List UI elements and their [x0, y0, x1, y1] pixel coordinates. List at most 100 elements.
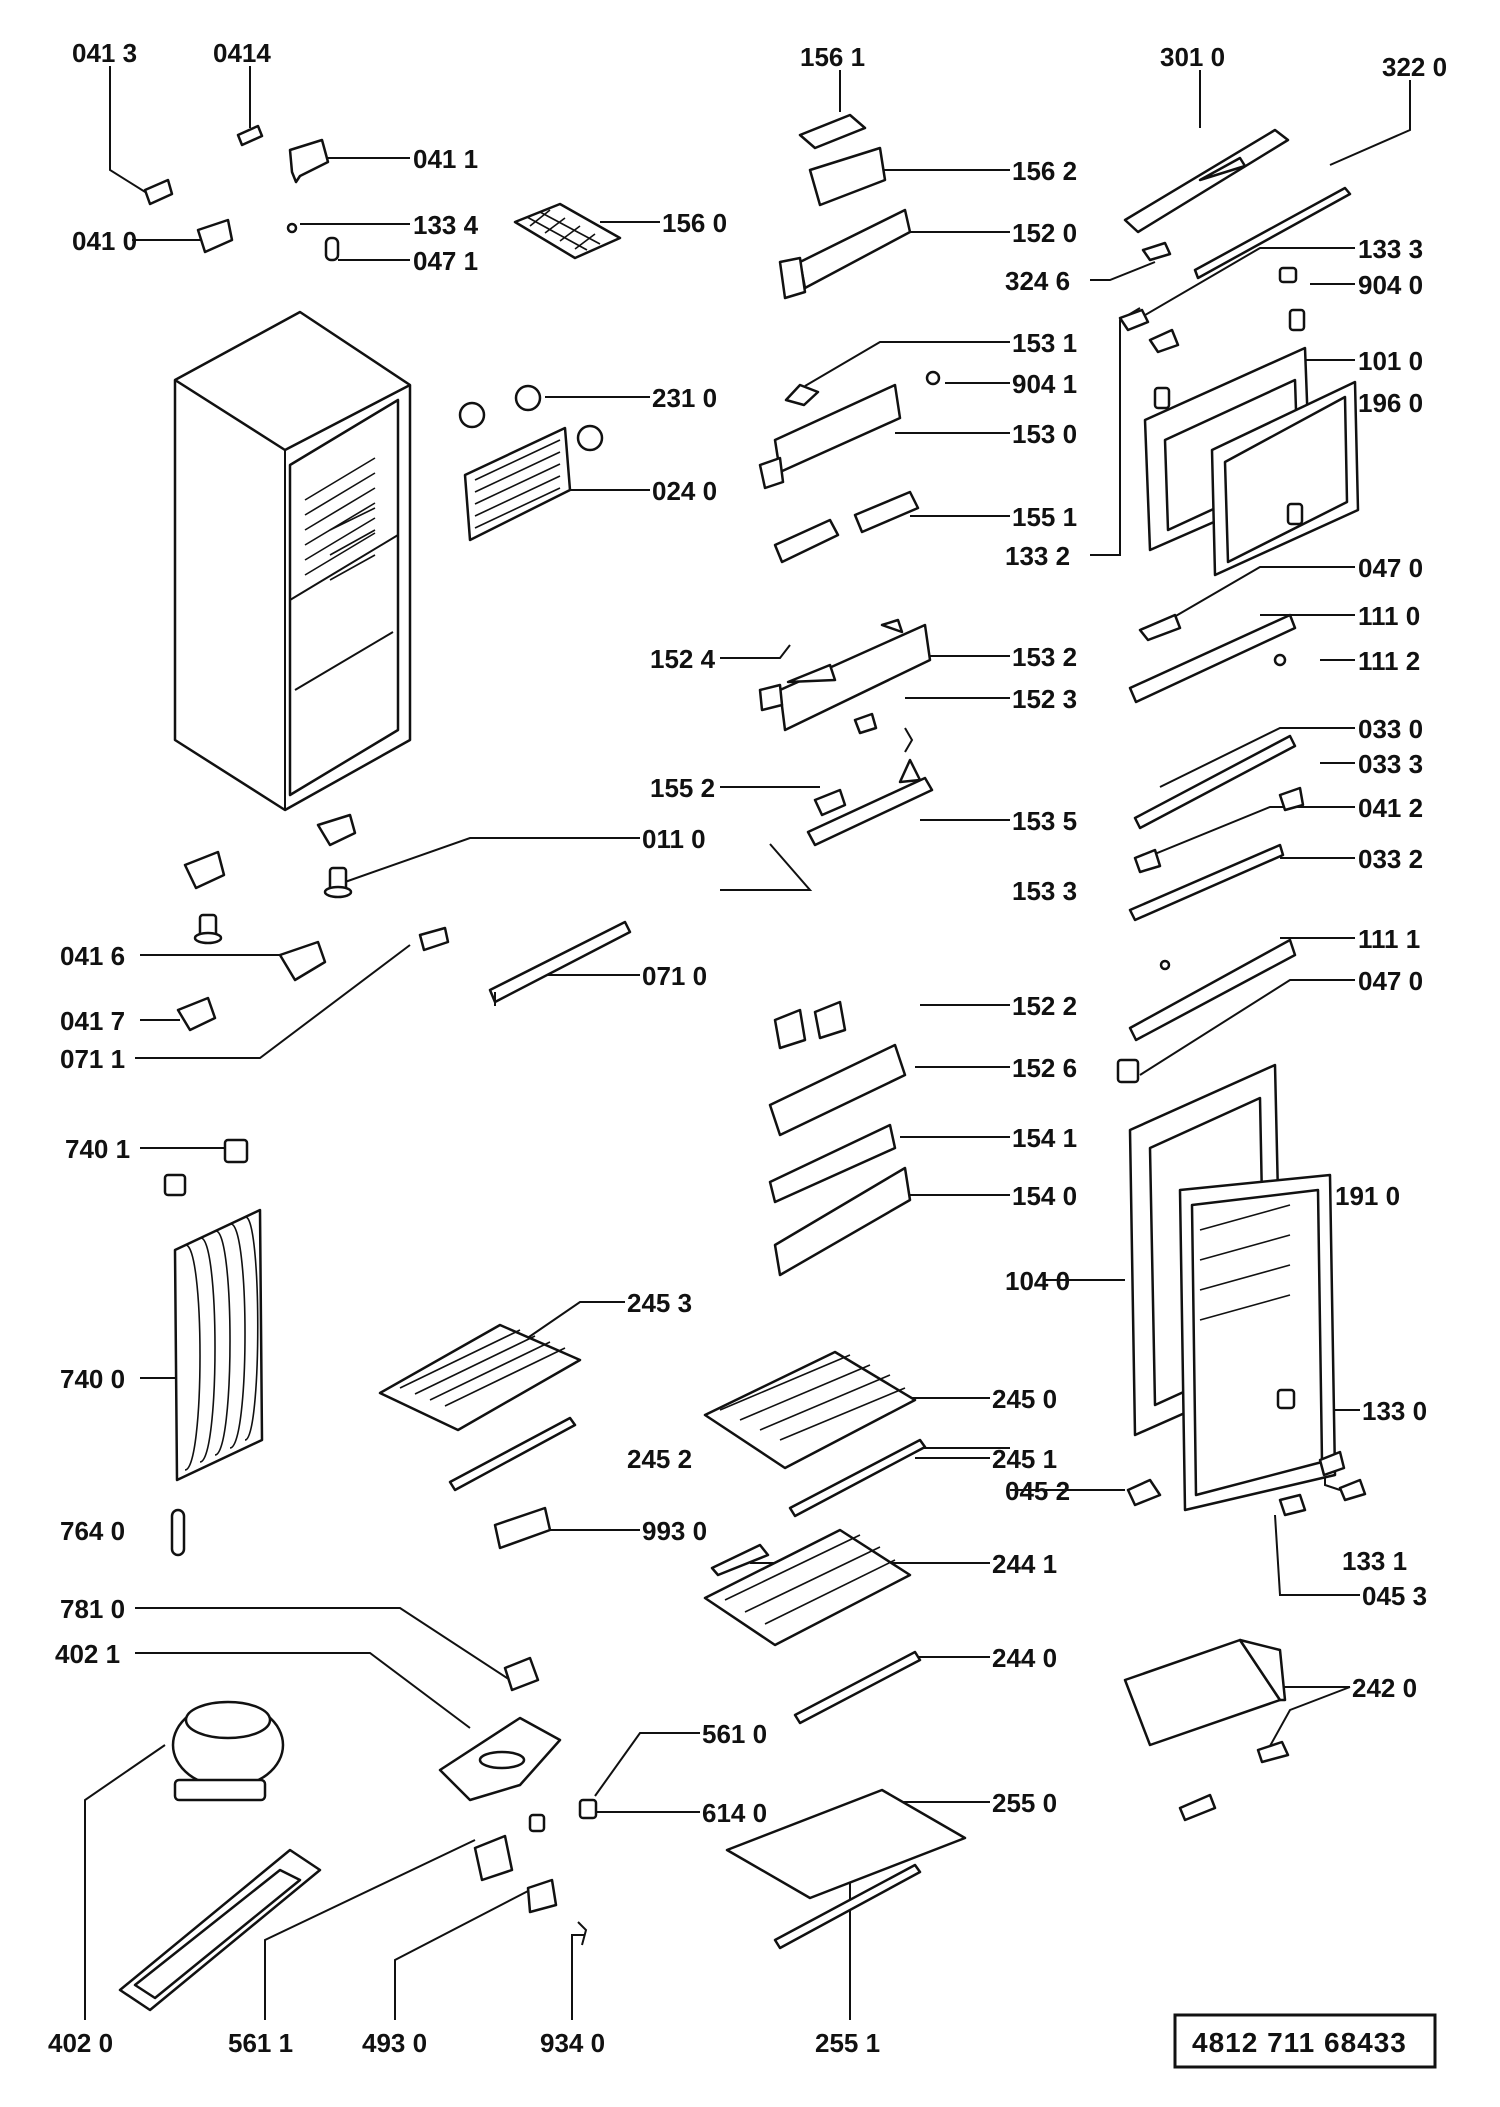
callout-24510: 245 1	[992, 1444, 1057, 1474]
base-tray-and-components	[118, 1656, 598, 2012]
callout-25500: 255 0	[992, 1788, 1057, 1818]
callout-15400: 154 0	[1012, 1181, 1077, 1211]
condenser-coil	[163, 1138, 264, 1557]
door-shelves-upper	[758, 113, 941, 564]
callout-04530: 045 3	[1362, 1581, 1427, 1611]
callout-15600: 156 0	[662, 208, 727, 238]
leader-lines	[84, 66, 1411, 2020]
callout-04130: 041 3	[72, 38, 137, 68]
callout-99300: 993 0	[642, 1516, 707, 1546]
callout-24200: 242 0	[1352, 1673, 1417, 1703]
callout-13300: 133 0	[1362, 1396, 1427, 1426]
callout-49300: 493 0	[362, 2028, 427, 2058]
callout-04160: 041 6	[60, 941, 125, 971]
freezer-evaporator-parts	[458, 384, 604, 542]
callout-25510: 255 1	[815, 2028, 880, 2058]
callout-13330: 133 3	[1358, 234, 1423, 264]
callout-11120: 111 2	[1358, 646, 1420, 676]
callout-24520: 245 2	[627, 1444, 692, 1474]
callout-90400: 904 0	[1358, 270, 1423, 300]
callout-40200: 402 0	[48, 2028, 113, 2058]
callout-15240: 152 4	[650, 644, 716, 674]
rail-0710	[488, 920, 632, 1006]
callout-19600: 196 0	[1358, 388, 1423, 418]
callout-76400: 764 0	[60, 1516, 125, 1546]
callout-02400: 024 0	[652, 476, 717, 506]
callout-32200: 322 0	[1382, 52, 1447, 82]
callout-24500: 245 0	[992, 1384, 1057, 1414]
callout-23100: 231 0	[652, 383, 717, 413]
callout-56110: 561 1	[228, 2028, 293, 2058]
glass-shelves	[378, 1323, 967, 1950]
top-hinge-parts	[143, 124, 340, 262]
callout-labels: 041 3 0414 041 1 041 0 133 4 047 1 156 0…	[48, 38, 1447, 2058]
callout-90410: 904 1	[1012, 369, 1077, 399]
callout-74000: 740 0	[60, 1364, 125, 1394]
callout-01100: 011 0	[642, 824, 706, 854]
callout-19100: 191 0	[1335, 1181, 1400, 1211]
callout-03320: 033 2	[1358, 844, 1423, 874]
callout-04100: 041 0	[72, 226, 137, 256]
callout-11110: 111 1	[1358, 924, 1420, 954]
callout-04120: 041 2	[1358, 793, 1423, 823]
document-number: 4812 711 68433	[1192, 2027, 1407, 2058]
callout-15260: 152 6	[1012, 1053, 1077, 1083]
lower-hinge-parts	[1126, 1450, 1367, 1517]
callout-61400: 614 0	[702, 1798, 767, 1828]
callout-03300: 033 0	[1358, 714, 1423, 744]
callout-15410: 154 1	[1012, 1123, 1077, 1153]
callout-04710: 047 1	[413, 246, 478, 276]
callout-24530: 245 3	[627, 1288, 692, 1318]
callout-15610: 156 1	[800, 42, 865, 72]
callout-56100: 561 0	[702, 1719, 767, 1749]
callout-04700a: 047 0	[1358, 553, 1423, 583]
refrigerator-cabinet	[173, 310, 412, 812]
cabinet-feet	[176, 813, 450, 1032]
callout-15200: 152 0	[1012, 218, 1077, 248]
callout-15330: 153 3	[1012, 876, 1077, 906]
callout-13310: 133 1	[1342, 1546, 1407, 1576]
callout-11100: 111 0	[1358, 601, 1420, 631]
callout-15310: 153 1	[1012, 328, 1077, 358]
door-trims-middle	[1128, 613, 1305, 1042]
callout-15620: 156 2	[1012, 156, 1077, 186]
callout-10400: 104 0	[1005, 1266, 1070, 1296]
callout-78100: 781 0	[60, 1594, 125, 1624]
refrigerator-door	[1116, 1058, 1337, 1512]
callout-10100: 101 0	[1358, 346, 1423, 376]
callout-15520: 155 2	[650, 773, 715, 803]
callout-04170: 041 7	[60, 1006, 125, 1036]
callout-04700b: 047 0	[1358, 966, 1423, 996]
callout-03330: 033 3	[1358, 749, 1423, 779]
callout-04520: 045 2	[1005, 1476, 1070, 1506]
callout-15510: 155 1	[1012, 502, 1077, 532]
door-shelves-middle	[758, 618, 934, 847]
callout-74010: 740 1	[65, 1134, 130, 1164]
door-shelves-lower	[768, 1000, 912, 1277]
callout-15230: 152 3	[1012, 684, 1077, 714]
callout-07110: 071 1	[60, 1044, 125, 1074]
callout-24400: 244 0	[992, 1643, 1057, 1673]
callout-24410: 244 1	[992, 1549, 1057, 1579]
callout-32460: 324 6	[1005, 266, 1070, 296]
callout-13340: 133 4	[413, 210, 479, 240]
callout-04140: 0414	[213, 38, 271, 68]
top-door-trims	[1118, 128, 1352, 354]
crisper-drawer	[1123, 1638, 1290, 1822]
compressor	[171, 1700, 285, 1802]
callout-40210: 402 1	[55, 1639, 120, 1669]
callout-13320: 133 2	[1005, 541, 1070, 571]
callout-93400: 934 0	[540, 2028, 605, 2058]
callout-07100: 071 0	[642, 961, 707, 991]
callout-04110: 041 1	[413, 144, 478, 174]
callout-15350: 153 5	[1012, 806, 1077, 836]
callout-15220: 152 2	[1012, 991, 1077, 1021]
callout-30100: 301 0	[1160, 42, 1225, 72]
callout-15320: 153 2	[1012, 642, 1077, 672]
callout-15300: 153 0	[1012, 419, 1077, 449]
document-number-box: 4812 711 68433	[1173, 2013, 1437, 2069]
ice-tray	[513, 202, 622, 260]
freezer-door	[1143, 308, 1360, 577]
